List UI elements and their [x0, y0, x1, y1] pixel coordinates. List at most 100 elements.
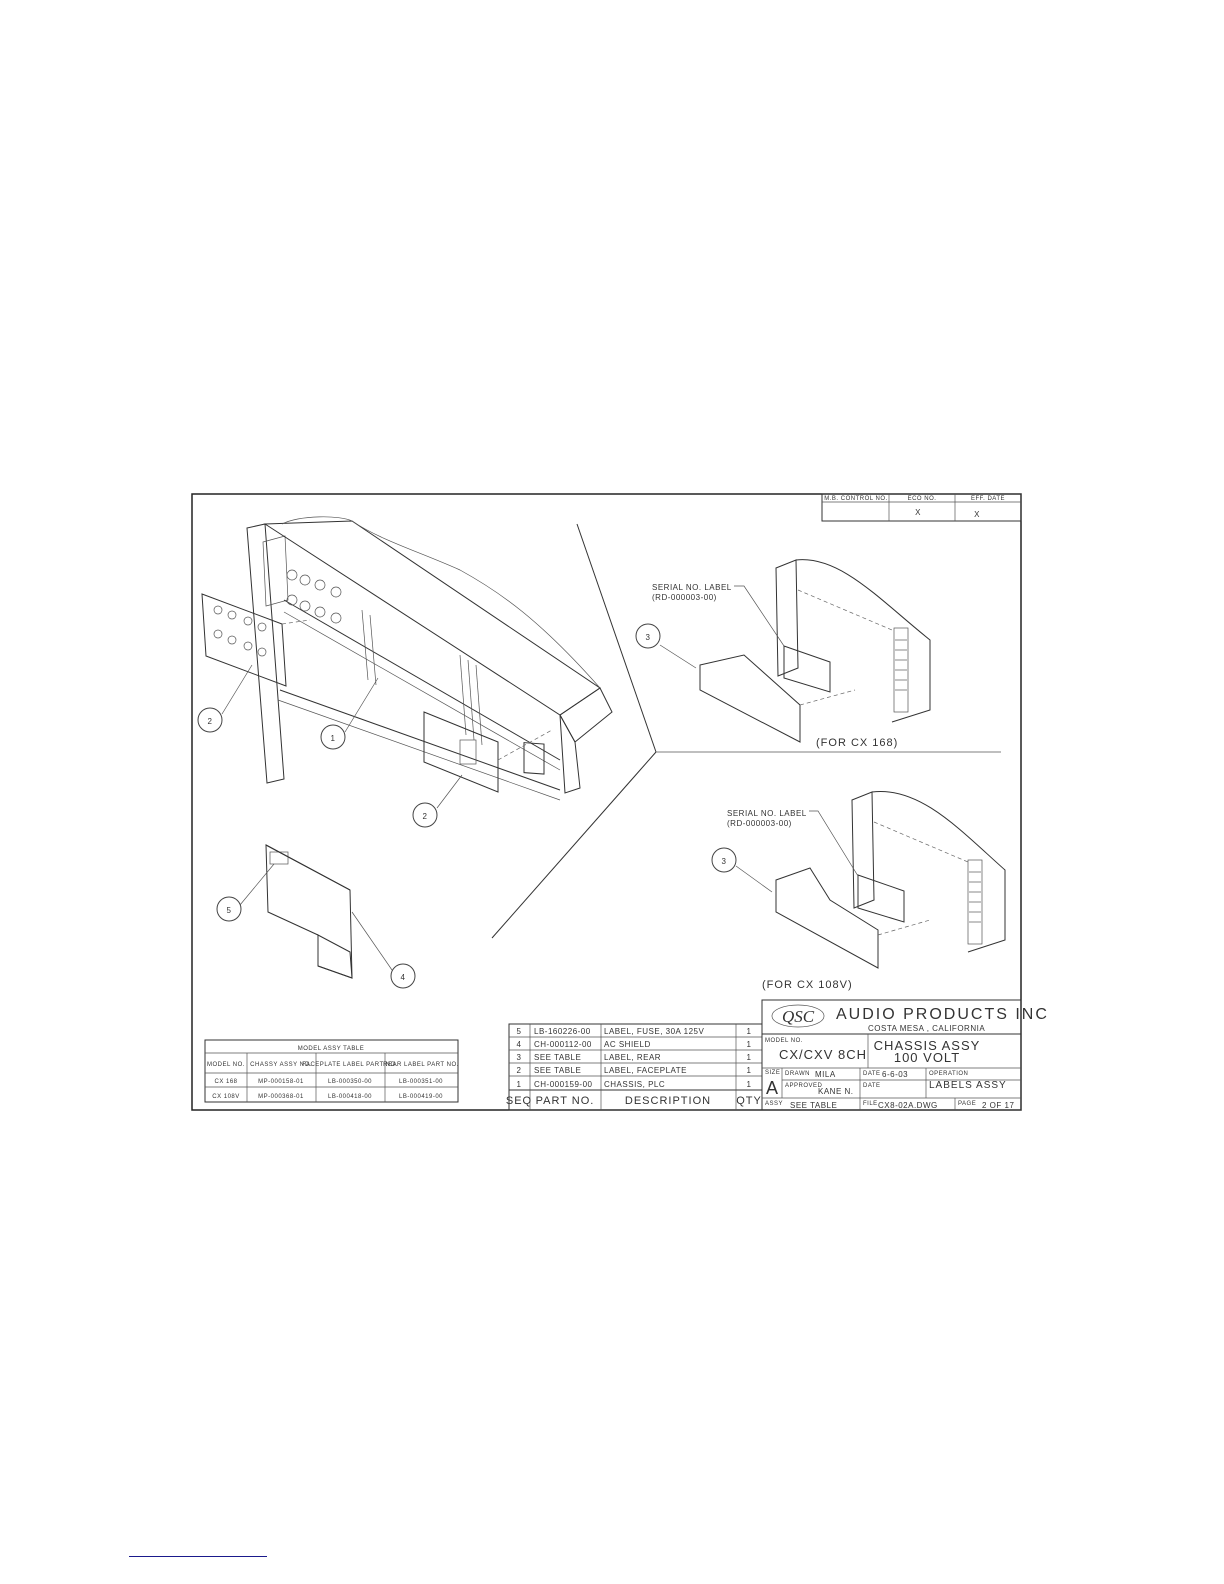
- date-label: DATE: [863, 1071, 881, 1077]
- parts-header-part: PART NO.: [536, 1095, 595, 1107]
- model-table-header-faceplate: FACEPLATE LABEL PART NO.: [302, 1062, 398, 1068]
- parts-cell: SEE TABLE: [534, 1053, 581, 1062]
- for-cx108v-note: (FOR CX 108V): [762, 979, 853, 991]
- rev-header-eco: ECO NO.: [908, 496, 937, 502]
- operation-label: OPERATION: [929, 1071, 968, 1077]
- balloon-4: 4: [351, 911, 416, 989]
- rev-header-date: EFF. DATE: [971, 496, 1005, 502]
- model-table-header-model: MODEL NO.: [207, 1062, 245, 1068]
- model-label: MODEL NO.: [765, 1038, 803, 1044]
- model-assy-table: MODEL ASSY TABLE MODEL NO. CHASSY ASSY N…: [204, 1039, 459, 1103]
- parts-cell: 4: [517, 1040, 522, 1049]
- model-cell: MP-000158-01: [258, 1079, 304, 1085]
- parts-cell: 1: [747, 1066, 752, 1075]
- drawing-title-2: 100 VOLT: [894, 1050, 960, 1065]
- assy-value: SEE TABLE: [790, 1101, 837, 1110]
- view-divider-diagonal-lower: [491, 751, 657, 939]
- parts-cell: LABEL, REAR: [604, 1053, 661, 1062]
- file-name: CX8-02A.DWG: [878, 1101, 938, 1110]
- parts-cell: LB-160226-00: [534, 1027, 591, 1036]
- operation: LABELS ASSY: [929, 1080, 1007, 1091]
- page-number: 2 OF 17: [982, 1101, 1014, 1110]
- svg-text:5: 5: [227, 906, 232, 915]
- parts-list-table: 5 LB-160226-00 LABEL, FUSE, 30A 125V 1 4…: [506, 1023, 763, 1111]
- page-label: PAGE: [958, 1101, 976, 1107]
- drawing-title-1: CHASSIS ASSY: [874, 1038, 981, 1053]
- ac-shield-part: [265, 844, 353, 979]
- approved-label: APPROVED: [785, 1083, 823, 1089]
- serial-label-leader-lower: [809, 810, 859, 877]
- svg-text:2: 2: [208, 717, 213, 726]
- for-cx168-note: (FOR CX 168): [816, 737, 898, 749]
- parts-cell: 1: [747, 1053, 752, 1062]
- file-label: FILE: [863, 1101, 878, 1107]
- model-cell: CX 168: [214, 1079, 237, 1085]
- svg-text:1: 1: [331, 734, 336, 743]
- model-cell: LB-000350-00: [328, 1079, 372, 1085]
- balloon-2-front: 2: [197, 664, 253, 733]
- drawn-date: 6-6-03: [882, 1070, 908, 1079]
- serial-label-title-upper: SERIAL NO. LABEL: [652, 583, 732, 592]
- parts-header-desc: DESCRIPTION: [625, 1095, 711, 1107]
- model-cell: CX 108V: [212, 1094, 240, 1100]
- revision-block: M.B. CONTROL NO. ECO NO. EFF. DATE X X: [821, 493, 1022, 522]
- chassis-isometric-view: [246, 516, 613, 801]
- model-cell: LB-000419-00: [399, 1094, 443, 1100]
- model-table-title: MODEL ASSY TABLE: [298, 1046, 364, 1052]
- rev-header-mb: M.B. CONTROL NO.: [824, 496, 887, 502]
- qsc-logo-mark: [771, 1004, 825, 1028]
- svg-text:4: 4: [401, 973, 406, 982]
- parts-cell: AC SHIELD: [604, 1040, 651, 1049]
- serial-label-title-lower: SERIAL NO. LABEL: [727, 809, 807, 818]
- rev-eco-value: X: [915, 508, 921, 517]
- rev-date-value: X: [974, 510, 980, 519]
- parts-cell: LABEL, FUSE, 30A 125V: [604, 1027, 704, 1036]
- parts-header-qty: QTY: [736, 1095, 762, 1107]
- assy-label: ASSY: [765, 1101, 783, 1107]
- faceplate-label-part: [201, 593, 311, 687]
- drawn-by: MILA: [815, 1070, 836, 1079]
- date2-label: DATE: [863, 1083, 881, 1089]
- sheet-size: A: [766, 1078, 778, 1098]
- footer-rule: [129, 1556, 267, 1557]
- model-table-header-chassy: CHASSY ASSY NO.: [250, 1062, 312, 1068]
- parts-cell: 3: [517, 1053, 522, 1062]
- model-cell: LB-000351-00: [399, 1079, 443, 1085]
- balloon-3-lower: 3: [711, 847, 773, 893]
- approved-by: KANE N.: [818, 1087, 854, 1096]
- parts-cell: CHASSIS, PLC: [604, 1080, 665, 1089]
- model-cell: LB-000418-00: [328, 1094, 372, 1100]
- balloon-5: 5: [216, 863, 275, 922]
- qsc-logo: QSC: [782, 1007, 815, 1026]
- company-name: AUDIO PRODUCTS INC: [836, 1006, 1049, 1023]
- svg-text:3: 3: [722, 857, 727, 866]
- parts-cell: SEE TABLE: [534, 1066, 581, 1075]
- balloon-3-upper: 3: [635, 623, 697, 669]
- parts-cell: CH-000112-00: [534, 1040, 592, 1049]
- view-divider-diagonal-upper: [576, 523, 657, 753]
- serial-label-leader-upper: [734, 585, 785, 647]
- drawn-label: DRAWN: [785, 1071, 810, 1077]
- model-table-header-rear: REAR LABEL PART NO.: [383, 1062, 459, 1068]
- parts-header-seq: SEQ: [506, 1095, 532, 1107]
- rear-detail-cx108v: [775, 790, 1006, 969]
- serial-label-part-lower: (RD-000003-00): [727, 819, 792, 828]
- balloon-2-rear: 2: [412, 774, 463, 828]
- parts-cell: 5: [517, 1027, 522, 1036]
- model-cell: MP-000368-01: [258, 1094, 304, 1100]
- serial-label-part-upper: (RD-000003-00): [652, 593, 717, 602]
- parts-cell: 1: [517, 1080, 522, 1089]
- balloon-1: 1: [320, 677, 379, 750]
- size-label: SIZE: [765, 1070, 780, 1076]
- title-block: QSC AUDIO PRODUCTS INC COSTA MESA , CALI…: [761, 999, 1049, 1111]
- parts-cell: 1: [747, 1040, 752, 1049]
- parts-cell: 2: [517, 1066, 522, 1075]
- svg-text:2: 2: [423, 812, 428, 821]
- parts-cell: 1: [747, 1027, 752, 1036]
- rear-label-part: [423, 711, 553, 793]
- company-location: COSTA MESA , CALIFORNIA: [868, 1024, 985, 1033]
- parts-cell: 1: [747, 1080, 752, 1089]
- parts-cell: LABEL, FACEPLATE: [604, 1066, 687, 1075]
- parts-cell: CH-000159-00: [534, 1080, 593, 1089]
